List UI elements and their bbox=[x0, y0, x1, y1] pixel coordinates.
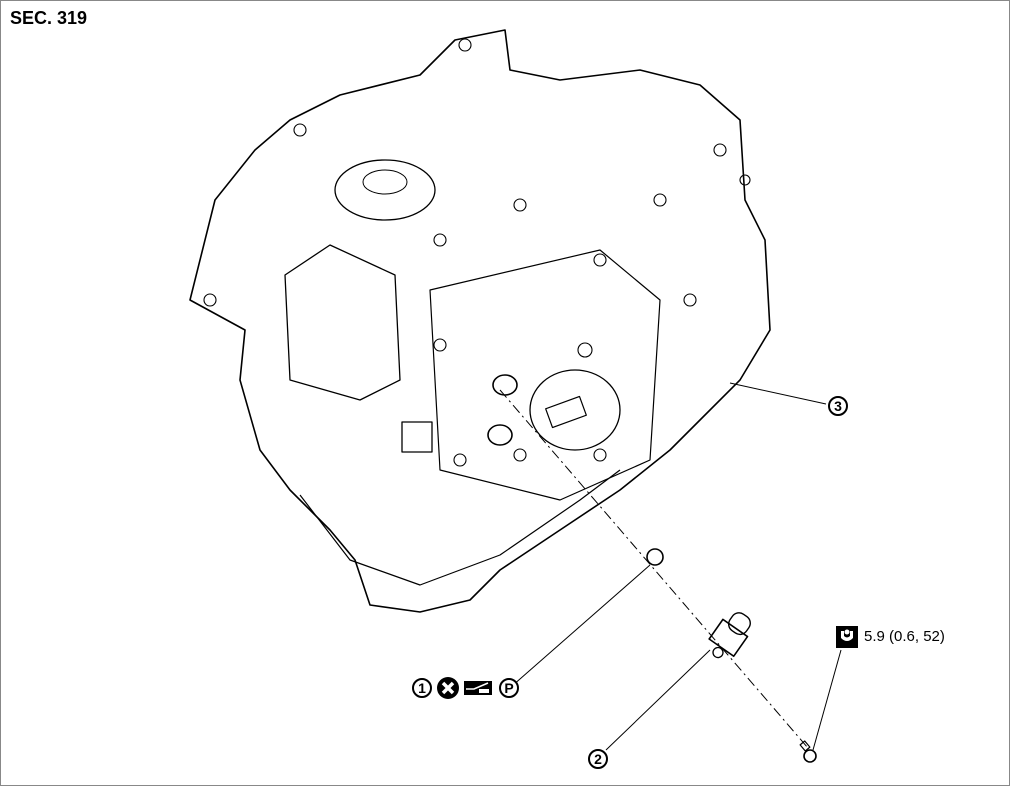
leader-1 bbox=[511, 564, 651, 687]
leader-torque bbox=[812, 649, 842, 751]
leader-2 bbox=[605, 649, 711, 751]
torque-value: 5.9 (0.6, 52) bbox=[864, 628, 945, 645]
transaxle-housing bbox=[189, 29, 771, 613]
cylinder-cap bbox=[334, 159, 436, 221]
p-icon: P bbox=[499, 678, 519, 698]
sensor-boss bbox=[529, 369, 621, 451]
sensor-part bbox=[708, 612, 751, 659]
torque-wrench-icon bbox=[836, 626, 858, 648]
bolt-part bbox=[799, 740, 817, 763]
callout-3: 3 bbox=[828, 396, 848, 416]
section-label: SEC. 319 bbox=[10, 8, 88, 28]
install-axis bbox=[499, 389, 809, 749]
cover bbox=[284, 244, 401, 401]
leader-3 bbox=[729, 382, 827, 405]
oil-pan bbox=[299, 469, 621, 586]
callout-2: 2 bbox=[588, 749, 608, 769]
callout-1: 1 bbox=[412, 678, 432, 698]
o-ring bbox=[646, 548, 664, 566]
